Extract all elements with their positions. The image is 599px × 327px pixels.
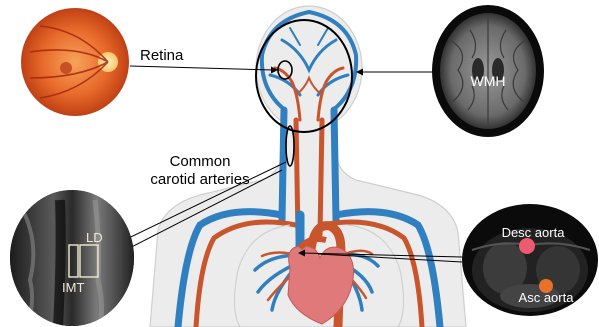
wmh-label: WMH bbox=[471, 73, 506, 89]
carotid-ultrasound-image bbox=[10, 190, 134, 327]
retina-arrow bbox=[130, 66, 274, 70]
desc-aorta-label: Desc aorta bbox=[502, 225, 566, 240]
desc-aorta-marker bbox=[519, 238, 535, 254]
imt-label: IMT bbox=[62, 280, 84, 295]
wmh-brain-mri bbox=[432, 5, 544, 137]
retina-label: Retina bbox=[140, 47, 184, 64]
common-carotid-label-line2: carotid arteries bbox=[150, 171, 249, 188]
retina-fundus-image bbox=[21, 8, 129, 116]
common-carotid-label-line1: Common bbox=[170, 153, 231, 170]
asc-aorta-label: Asc aorta bbox=[519, 290, 575, 305]
ld-label: LD bbox=[86, 230, 103, 245]
